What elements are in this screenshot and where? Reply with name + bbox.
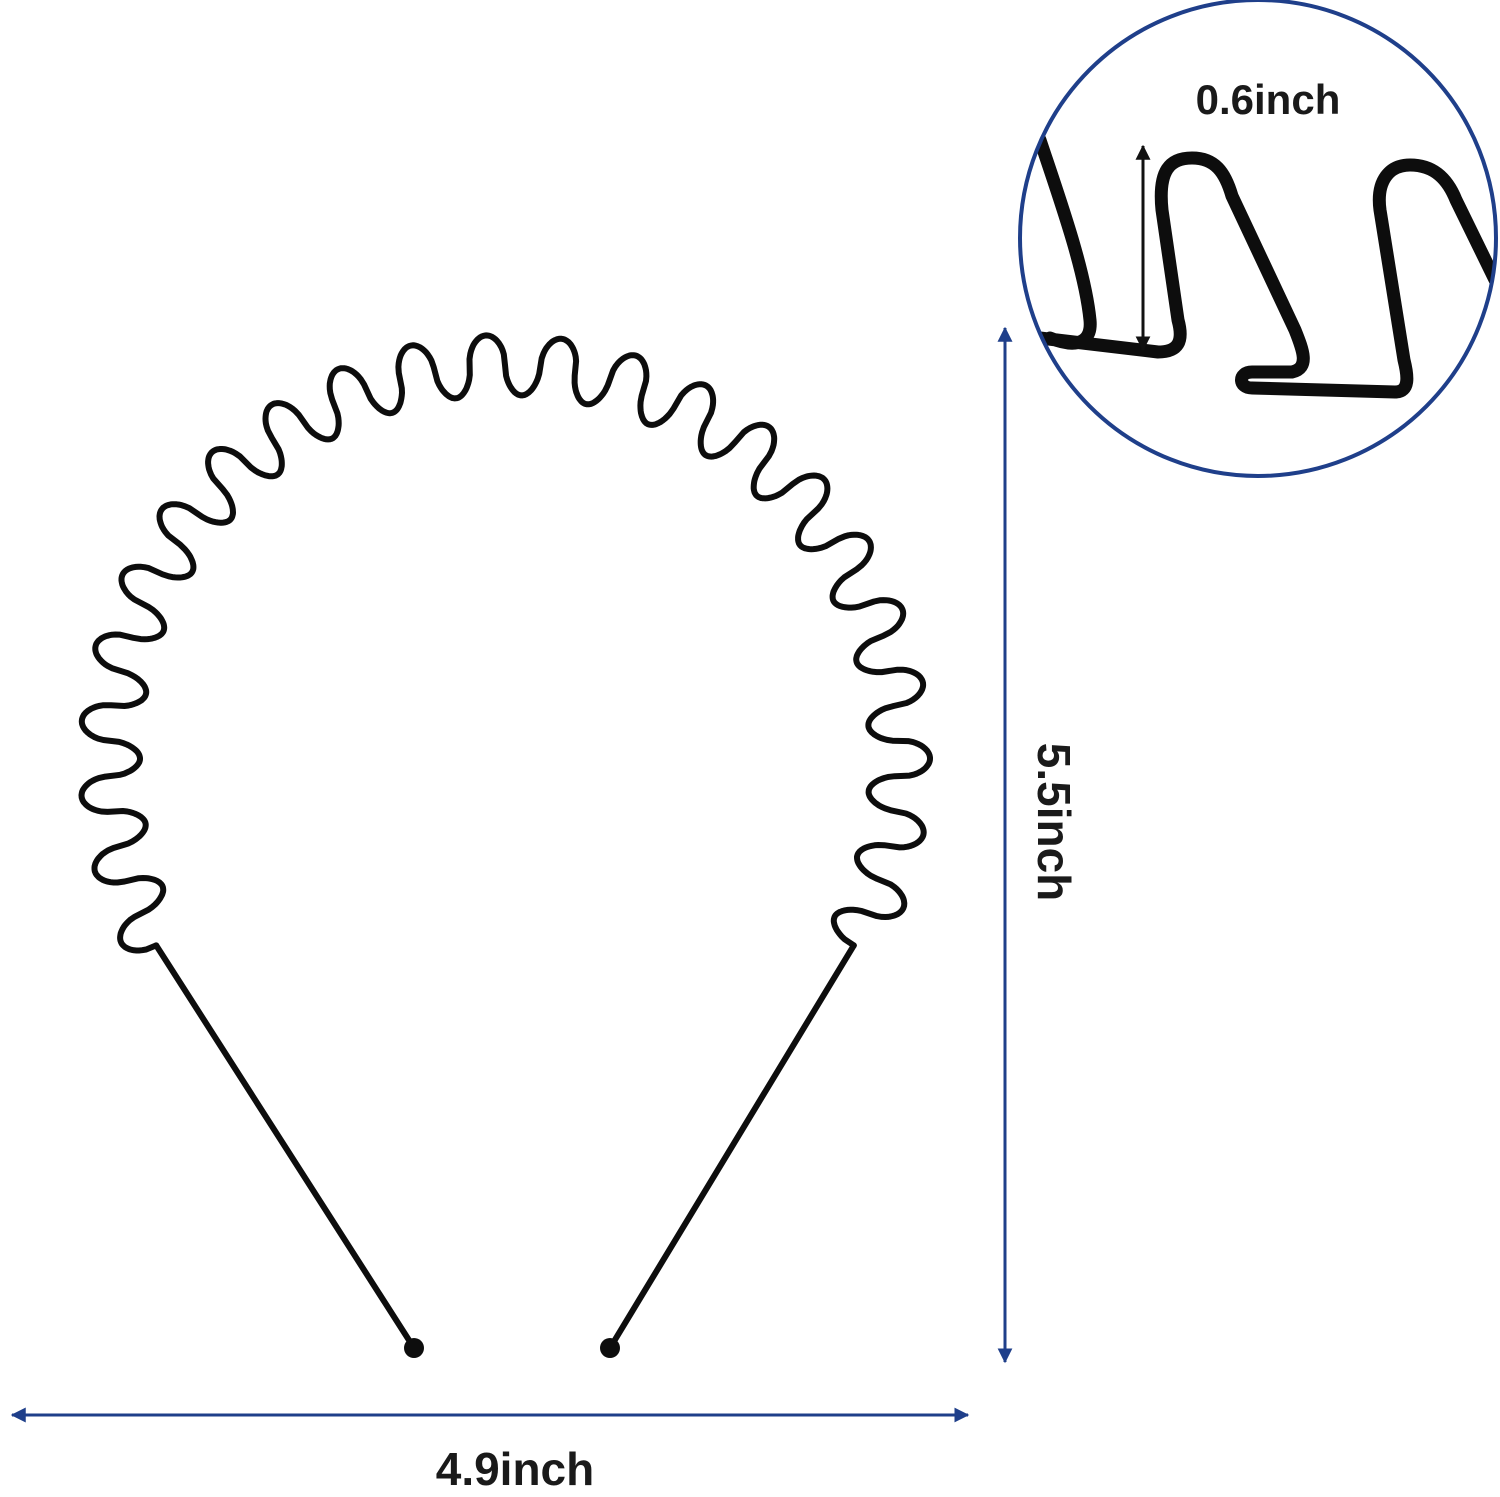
headband-wave-arc bbox=[78, 332, 933, 954]
headband-illustration bbox=[78, 332, 933, 1358]
tooth-detail-inset: 0.6inch bbox=[1018, 0, 1498, 478]
tooth-height-label: 0.6inch bbox=[1196, 76, 1341, 123]
width-label: 4.9inch bbox=[436, 1443, 595, 1495]
inset-wire-closeup bbox=[1033, 133, 1496, 399]
height-dimension: 5.5inch bbox=[997, 326, 1080, 1364]
headband-left-leg bbox=[153, 942, 417, 1351]
left-tip-ball bbox=[404, 1338, 424, 1358]
inset-ring bbox=[1018, 0, 1498, 478]
headband-right-leg bbox=[607, 942, 857, 1351]
right-tip-ball bbox=[600, 1338, 620, 1358]
height-label: 5.5inch bbox=[1028, 743, 1080, 902]
width-dimension: 4.9inch bbox=[10, 1407, 970, 1495]
